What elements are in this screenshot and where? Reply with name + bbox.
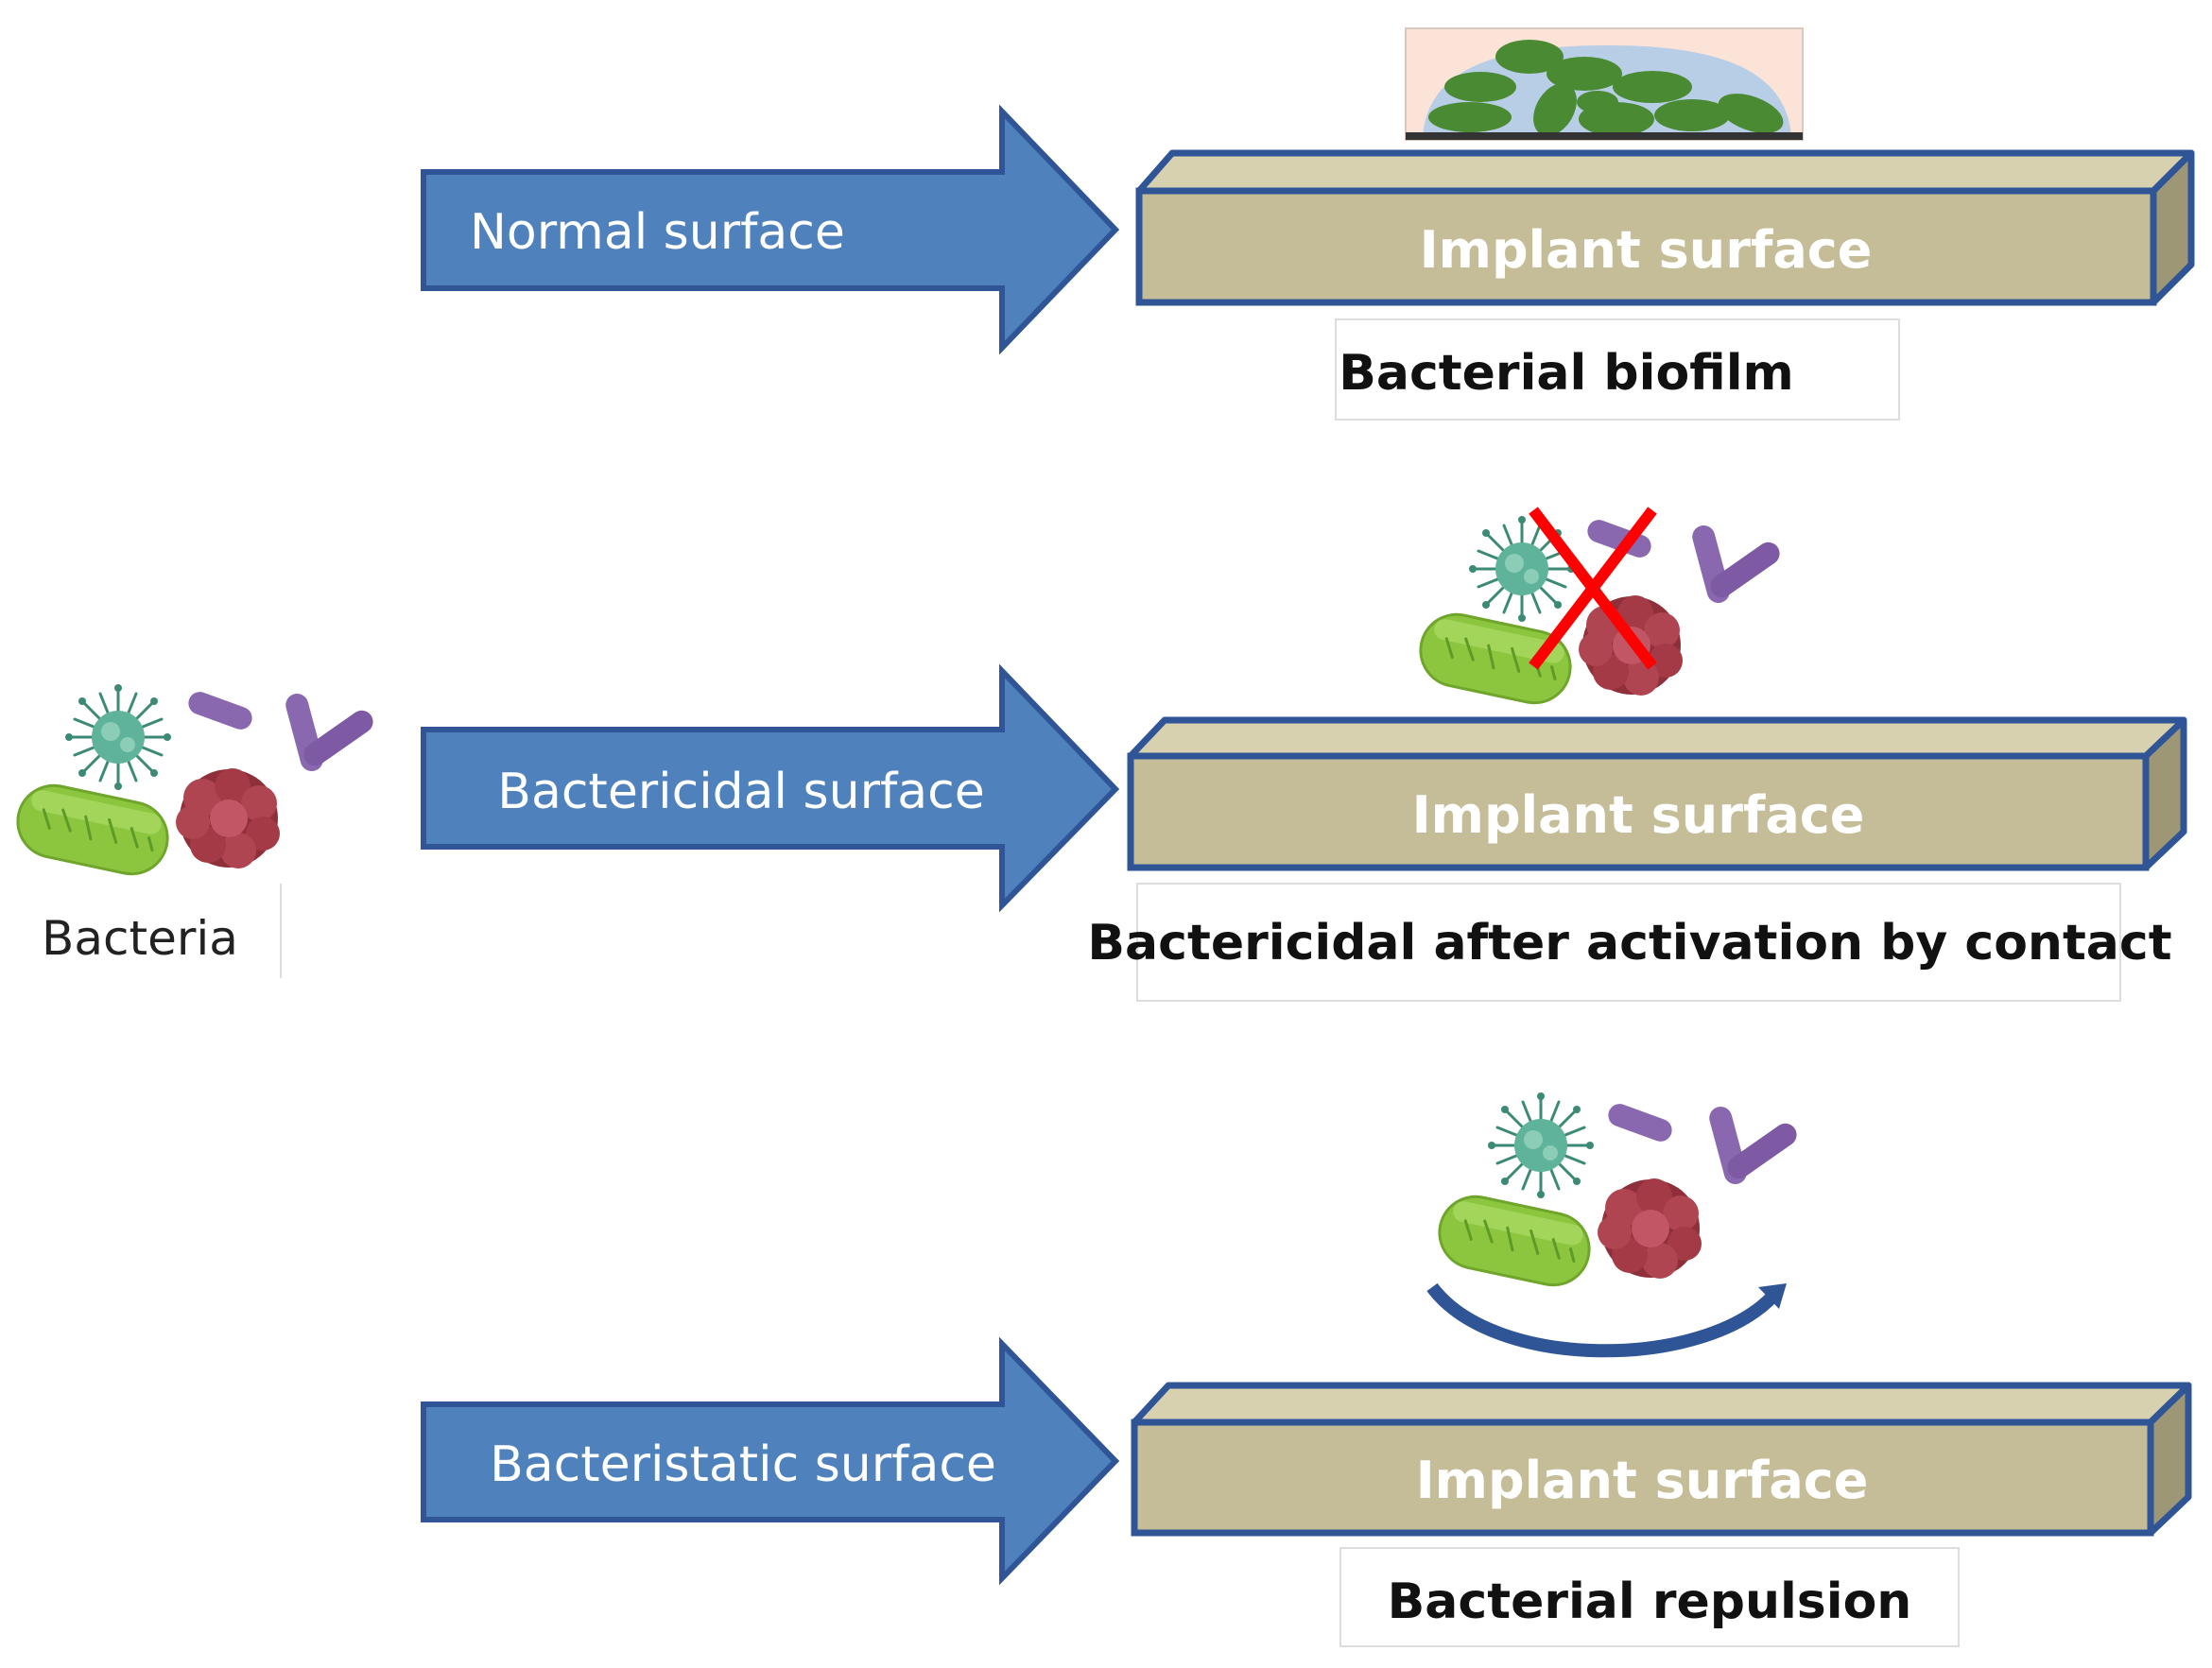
purple-v-bacterium-icon	[1706, 1104, 1802, 1187]
bacterial-biofilm-caption: Bacterial biofilm	[1339, 345, 1793, 402]
row-bacteristatic-surface: Bacteristatic surface Implant surface Ba…	[421, 1091, 2192, 1647]
caption-box	[1136, 883, 2121, 1002]
green-rod-bacterium-icon	[1412, 606, 1579, 712]
red-coccus-cluster-icon	[1598, 1178, 1702, 1279]
bacteria-repelled-illustration	[1426, 1091, 1802, 1358]
implant-surface-block: Implant surface	[1131, 1382, 2192, 1537]
purple-rod-bacterium-icon	[1605, 1100, 1675, 1145]
caption-box	[1339, 1547, 1960, 1647]
bactericidal-surface-arrow	[421, 663, 1120, 913]
red-cross-icon	[1529, 507, 1657, 670]
purple-v-bacterium-icon	[1689, 523, 1785, 606]
caption-box	[1335, 318, 1900, 421]
purple-v-bacterium-icon	[283, 691, 378, 774]
implant-surface-label: Implant surface	[1412, 785, 1865, 845]
normal-surface-arrow	[421, 104, 1120, 355]
row-bactericidal-surface: Bactericidal surface Implant surface Bac…	[421, 507, 2187, 1002]
repulsion-arrow-icon	[1426, 1282, 1778, 1358]
green-rod-bacterium-icon	[9, 777, 176, 883]
normal-surface-arrow-label: Normal surface	[470, 204, 845, 261]
row-normal-surface: Normal surface Implant surface Bacterial…	[421, 27, 2195, 421]
green-rod-bacterium-icon	[1431, 1188, 1598, 1294]
implant-surface-label: Implant surface	[1420, 220, 1873, 280]
bacterial-repulsion-caption: Bacterial repulsion	[1388, 1573, 1912, 1630]
virus-particle-icon	[1467, 514, 1577, 624]
virus-particle-icon	[1486, 1091, 1596, 1200]
red-coccus-cluster-icon	[176, 768, 280, 868]
bacteria-crossed-illustration	[1412, 507, 1785, 712]
bacteria-label: Bacteria	[42, 911, 238, 966]
biofilm-illustration	[1405, 27, 1804, 141]
bactericidal-activation-caption: Bactericidal after activation by contact	[1087, 915, 2171, 972]
bacteristatic-surface-arrow	[421, 1336, 1120, 1586]
bactericidal-surface-arrow-label: Bactericidal surface	[497, 764, 984, 820]
implant-surface-block: Implant surface	[1127, 716, 2187, 871]
bacteristatic-surface-arrow-label: Bacteristatic surface	[490, 1436, 996, 1493]
purple-rod-bacterium-icon	[185, 688, 255, 733]
bacteria-legend: Bacteria	[9, 682, 378, 978]
virus-particle-icon	[63, 682, 173, 792]
implant-surface-label: Implant surface	[1416, 1451, 1869, 1510]
implant-surface-block: Implant surface	[1135, 149, 2195, 306]
repulsion-arrowhead-icon	[1758, 1283, 1787, 1309]
